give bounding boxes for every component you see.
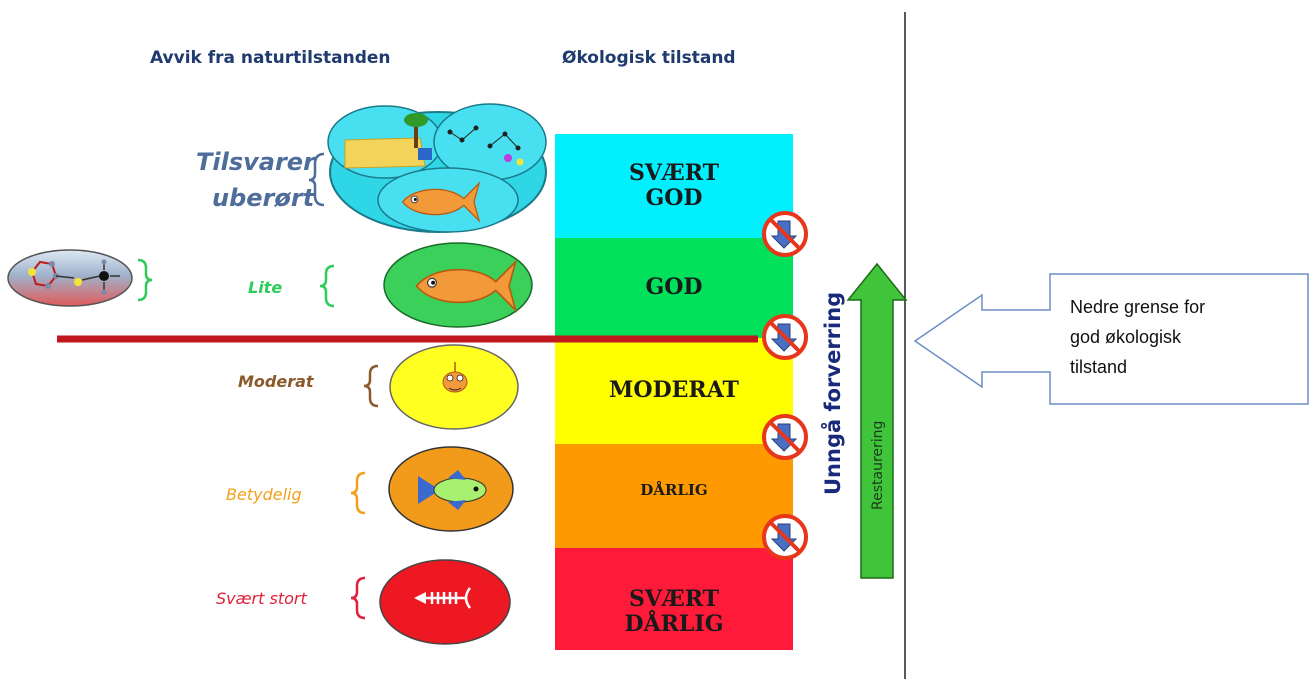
fish-icon xyxy=(442,362,468,393)
status-band-poor: DÅRLIG xyxy=(555,444,793,548)
callout-line-1: Nedre grense for xyxy=(1070,297,1206,317)
no-deterioration-icon xyxy=(762,314,808,360)
no-deterioration-icon xyxy=(762,514,808,560)
status-band-poor-line1: DÅRLIG xyxy=(640,481,708,500)
callout-text: Nedre grense for god økologisk tilstand xyxy=(1070,292,1205,382)
status-band-good-line1: GOD xyxy=(645,274,703,301)
restoration-label: Restaurering xyxy=(870,421,886,510)
brace-untouched xyxy=(308,152,325,207)
fish-skeleton-icon xyxy=(414,587,472,609)
status-band-very-poor-line2: DÅRLIG xyxy=(624,611,724,637)
status-band-very-poor: SVÆRT DÅRLIG xyxy=(555,548,793,650)
molecule-icon xyxy=(447,125,524,166)
status-band-very-good-line1: SVÆRT xyxy=(629,159,719,186)
brace-moderate xyxy=(363,364,379,408)
callout-line-2: god økologisk xyxy=(1070,327,1182,347)
status-band-very-poor-line1: SVÆRT xyxy=(629,585,719,612)
category-label-moderate: Moderat xyxy=(238,372,314,391)
callout-arrow xyxy=(913,273,1309,405)
status-band-very-good: SVÆRT GOD xyxy=(555,134,793,238)
status-band-good: GOD xyxy=(555,238,793,338)
callout-line-3: tilstand xyxy=(1070,357,1128,377)
category-label-untouched-2: uberørt xyxy=(212,184,315,212)
brace-molecule xyxy=(137,258,153,302)
brace-very-large xyxy=(350,576,366,620)
brace-little xyxy=(319,264,335,308)
fish-icon xyxy=(418,470,487,510)
no-deterioration-icon xyxy=(762,211,808,257)
brace-significant xyxy=(350,471,366,515)
category-label-untouched-1: Tilsvarer xyxy=(196,148,315,176)
untouched-ecosystem-cluster xyxy=(327,103,547,233)
tree-icon xyxy=(404,113,428,148)
header-deviation: Avvik fra naturtilstanden xyxy=(150,48,391,68)
category-label-very-large: Svært stort xyxy=(216,589,307,608)
avoid-deterioration-label: Unngå forverring xyxy=(820,292,845,495)
category-label-little: Lite xyxy=(248,278,283,297)
no-deterioration-icon xyxy=(762,414,808,460)
status-band-moderate: MODERAT xyxy=(555,338,793,444)
status-band-moderate-line1: MODERAT xyxy=(609,377,739,404)
header-ecological-status: Økologisk tilstand xyxy=(562,48,736,68)
category-label-significant: Betydelig xyxy=(226,485,302,504)
status-band-very-good-line2: GOD xyxy=(645,185,703,211)
restoration-arrow xyxy=(846,262,908,579)
molecule-icon xyxy=(7,249,133,307)
